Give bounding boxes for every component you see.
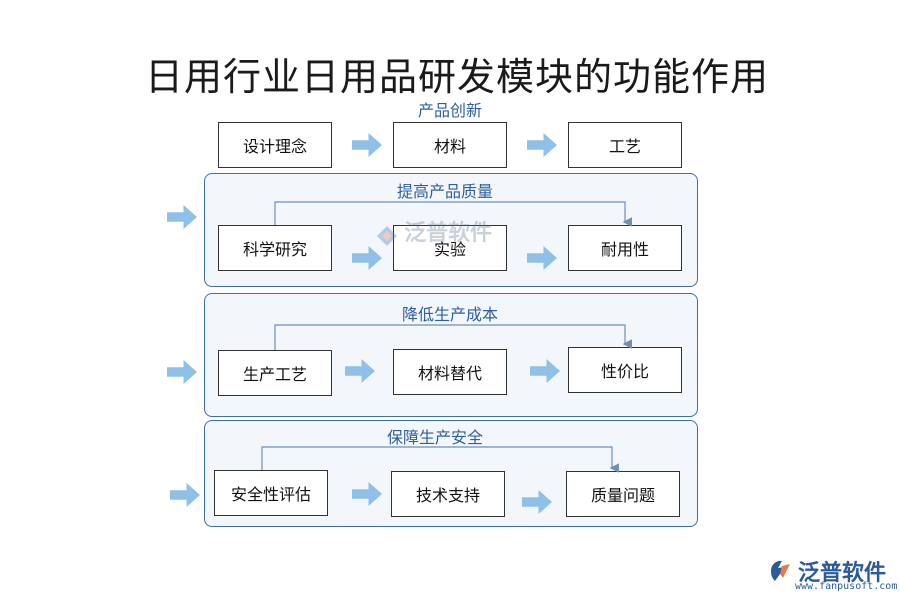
watermark-text: 泛普软件 [404, 221, 493, 246]
section-label-product-innovation: 产品创新 [417, 101, 482, 120]
section-label-improve-quality: 提高产品质量 [396, 182, 493, 201]
brand-logo: 泛普软件 [768, 555, 886, 587]
section-label-reduce-cost: 降低生产成本 [401, 305, 498, 324]
node-durability: 耐用性 [568, 225, 682, 271]
watermark: 泛普软件 [375, 215, 492, 248]
brand-logo-icon [771, 560, 790, 581]
watermark-logo-icon [377, 225, 397, 246]
node-technical-support: 技术支持 [391, 471, 505, 517]
node-process: 工艺 [568, 122, 682, 168]
connector-cost [274, 324, 633, 350]
connector-quality [274, 201, 633, 227]
node-production-process: 生产工艺 [218, 350, 332, 396]
diagram-title: 日用行业日用品研发模块的功能作用 [145, 55, 770, 99]
node-material: 材料 [393, 122, 507, 168]
node-scientific-research: 科学研究 [218, 225, 332, 271]
node-safety-assessment: 安全性评估 [214, 470, 328, 516]
node-experiment: 实验 [393, 225, 507, 271]
node-material-substitution: 材料替代 [393, 349, 507, 395]
brand-name: 泛普软件 [798, 561, 887, 586]
node-design-concept: 设计理念 [218, 122, 332, 168]
connector-safety [261, 446, 620, 473]
brand-url: www.fanpusoft.com [795, 581, 898, 592]
node-quality-issues: 质量问题 [566, 471, 680, 517]
section-label-ensure-safety: 保障生产安全 [386, 428, 483, 447]
